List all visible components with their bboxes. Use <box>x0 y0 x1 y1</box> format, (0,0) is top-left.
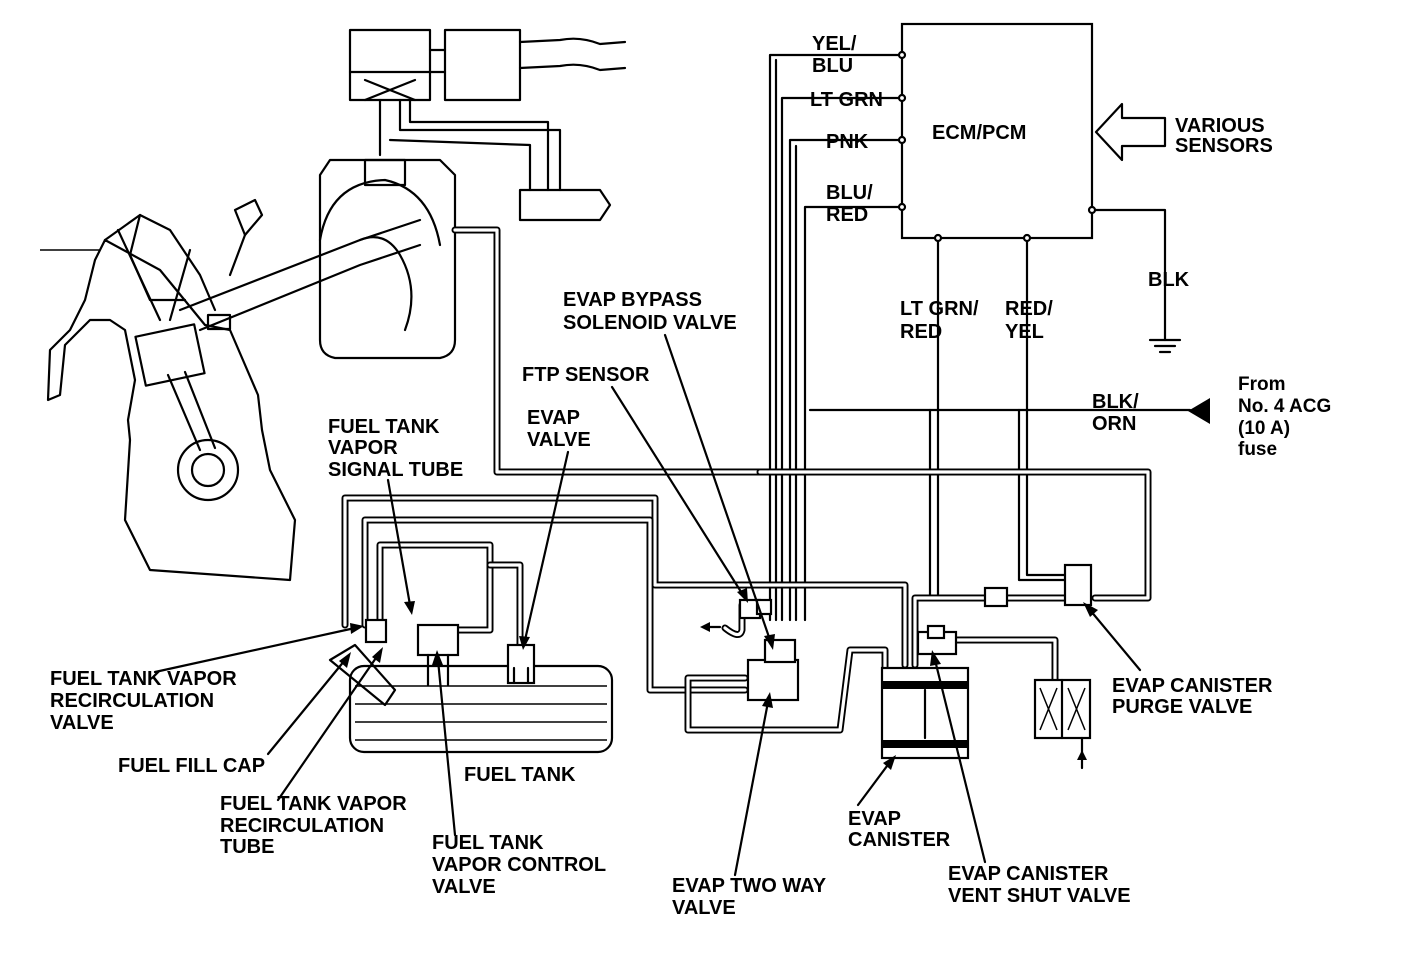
air-filter-drawing <box>1033 678 1092 770</box>
label-fuel-tank: FUEL TANK <box>464 764 576 786</box>
label-recirc-tube-3: TUBE <box>220 836 274 858</box>
label-control-valve-1: FUEL TANK <box>432 832 544 854</box>
label-vent-shut-2: VENT SHUT VALVE <box>948 885 1131 907</box>
fuse-label-3: (10 A) <box>1238 418 1290 439</box>
wiring-harness <box>768 50 1210 622</box>
label-recirc-valve-1: FUEL TANK VAPOR <box>50 668 237 690</box>
label-ftp-sensor: FTP SENSOR <box>522 364 650 386</box>
fuse-label-1: From <box>1238 374 1286 395</box>
label-signal-tube-1: FUEL TANK <box>328 416 440 438</box>
ecm-pcm-box: ECM/PCM <box>900 22 1094 240</box>
fuel-tank-drawing <box>328 618 614 754</box>
sensors-label-2: SENSORS <box>1175 135 1273 157</box>
fuse-label-4: fuse <box>1238 439 1277 460</box>
wire-yel-blu-1: YEL/ <box>812 33 857 55</box>
wire-blu-red-2: RED <box>826 204 868 226</box>
label-control-valve-3: VALVE <box>432 876 496 898</box>
label-recirc-valve-2: RECIRCULATION <box>50 690 214 712</box>
label-purge-valve-1: EVAP CANISTER <box>1112 675 1273 697</box>
fuse-label-2: No. 4 ACG <box>1238 396 1331 417</box>
label-evap-valve-2: VALVE <box>527 429 591 451</box>
label-two-way-2: VALVE <box>672 897 736 919</box>
canister-purge-valve-drawing <box>983 563 1093 608</box>
wire-blk-orn-2: ORN <box>1092 413 1136 435</box>
label-two-way-1: EVAP TWO WAY <box>672 875 827 897</box>
label-purge-valve-2: PURGE VALVE <box>1112 696 1252 718</box>
label-evap-bypass-2: SOLENOID VALVE <box>563 312 737 334</box>
wire-red-yel-2: YEL <box>1005 321 1044 343</box>
wire-lt-grn-red-2: RED <box>900 321 942 343</box>
label-recirc-valve-3: VALVE <box>50 712 114 734</box>
wire-lt-grn: LT GRN <box>810 89 883 111</box>
wire-lt-grn-red-1: LT GRN/ <box>900 298 979 320</box>
ecm-label: ECM/PCM <box>932 122 1026 144</box>
label-evap-valve-1: EVAP <box>527 407 580 429</box>
intake-drawing <box>318 28 764 476</box>
label-signal-tube-2: VAPOR <box>328 437 398 459</box>
wire-red-yel-1: RED/ <box>1005 298 1053 320</box>
sensors-label-1: VARIOUS <box>1175 115 1265 137</box>
leader-lines <box>153 333 1142 877</box>
label-recirc-tube-1: FUEL TANK VAPOR <box>220 793 407 815</box>
label-vent-shut-1: EVAP CANISTER <box>948 863 1109 885</box>
wire-blk: BLK <box>1148 269 1190 291</box>
label-control-valve-2: VAPOR CONTROL <box>432 854 606 876</box>
label-recirc-tube-2: RECIRCULATION <box>220 815 384 837</box>
label-evap-bypass-1: EVAP BYPASS <box>563 289 702 311</box>
label-canister-2: CANISTER <box>848 829 951 851</box>
evap-hoses <box>341 468 1152 734</box>
label-fill-cap: FUEL FILL CAP <box>118 755 265 777</box>
wire-blu-red-1: BLU/ <box>826 182 873 204</box>
wire-blk-orn-1: BLK/ <box>1092 391 1139 413</box>
various-sensors-arrow: VARIOUS SENSORS <box>1094 102 1273 162</box>
wire-pnk: PNK <box>826 131 869 153</box>
wire-yel-blu-2: BLU <box>812 55 853 77</box>
label-canister-1: EVAP <box>848 808 901 830</box>
evap-canister-drawing <box>880 624 970 760</box>
label-signal-tube-3: SIGNAL TUBE <box>328 459 463 481</box>
evap-two-way-valve-drawing <box>700 598 800 702</box>
